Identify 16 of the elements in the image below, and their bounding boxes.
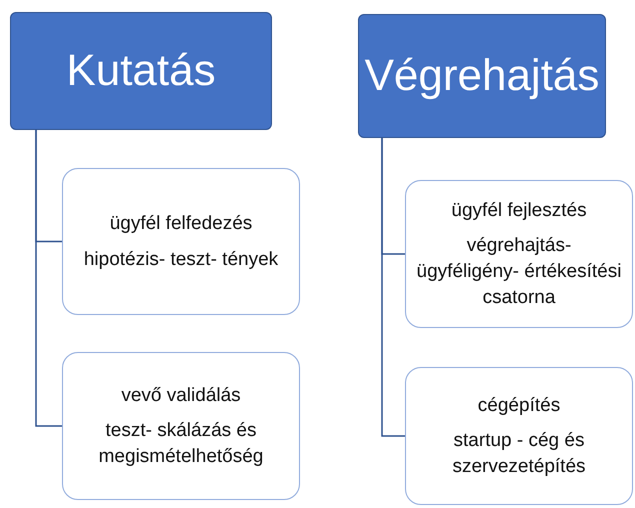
content-box xyxy=(405,180,633,328)
connector-line xyxy=(381,138,405,437)
box-text: startup - cég és szervezetépítés xyxy=(451,429,587,479)
box-heading: cégépítés xyxy=(478,394,560,418)
box-text: hipotézis- teszt- tények xyxy=(84,248,278,272)
content-box xyxy=(62,352,300,500)
connector-line xyxy=(35,130,62,427)
box-text: végrehajtás- ügyféligény- értékesítési csatorna xyxy=(416,234,622,310)
content-box xyxy=(405,367,633,505)
box-heading: ügyfél felfedezés xyxy=(110,212,252,236)
content-box xyxy=(62,168,300,315)
header-box: Végrehajtás xyxy=(358,14,606,138)
box-text: teszt- skálázás és megismételhetőség xyxy=(98,419,264,469)
header-box: Kutatás xyxy=(10,12,272,130)
box-heading: ügyfél fejlesztés xyxy=(451,198,587,223)
box-heading: vevő validálás xyxy=(121,384,241,408)
